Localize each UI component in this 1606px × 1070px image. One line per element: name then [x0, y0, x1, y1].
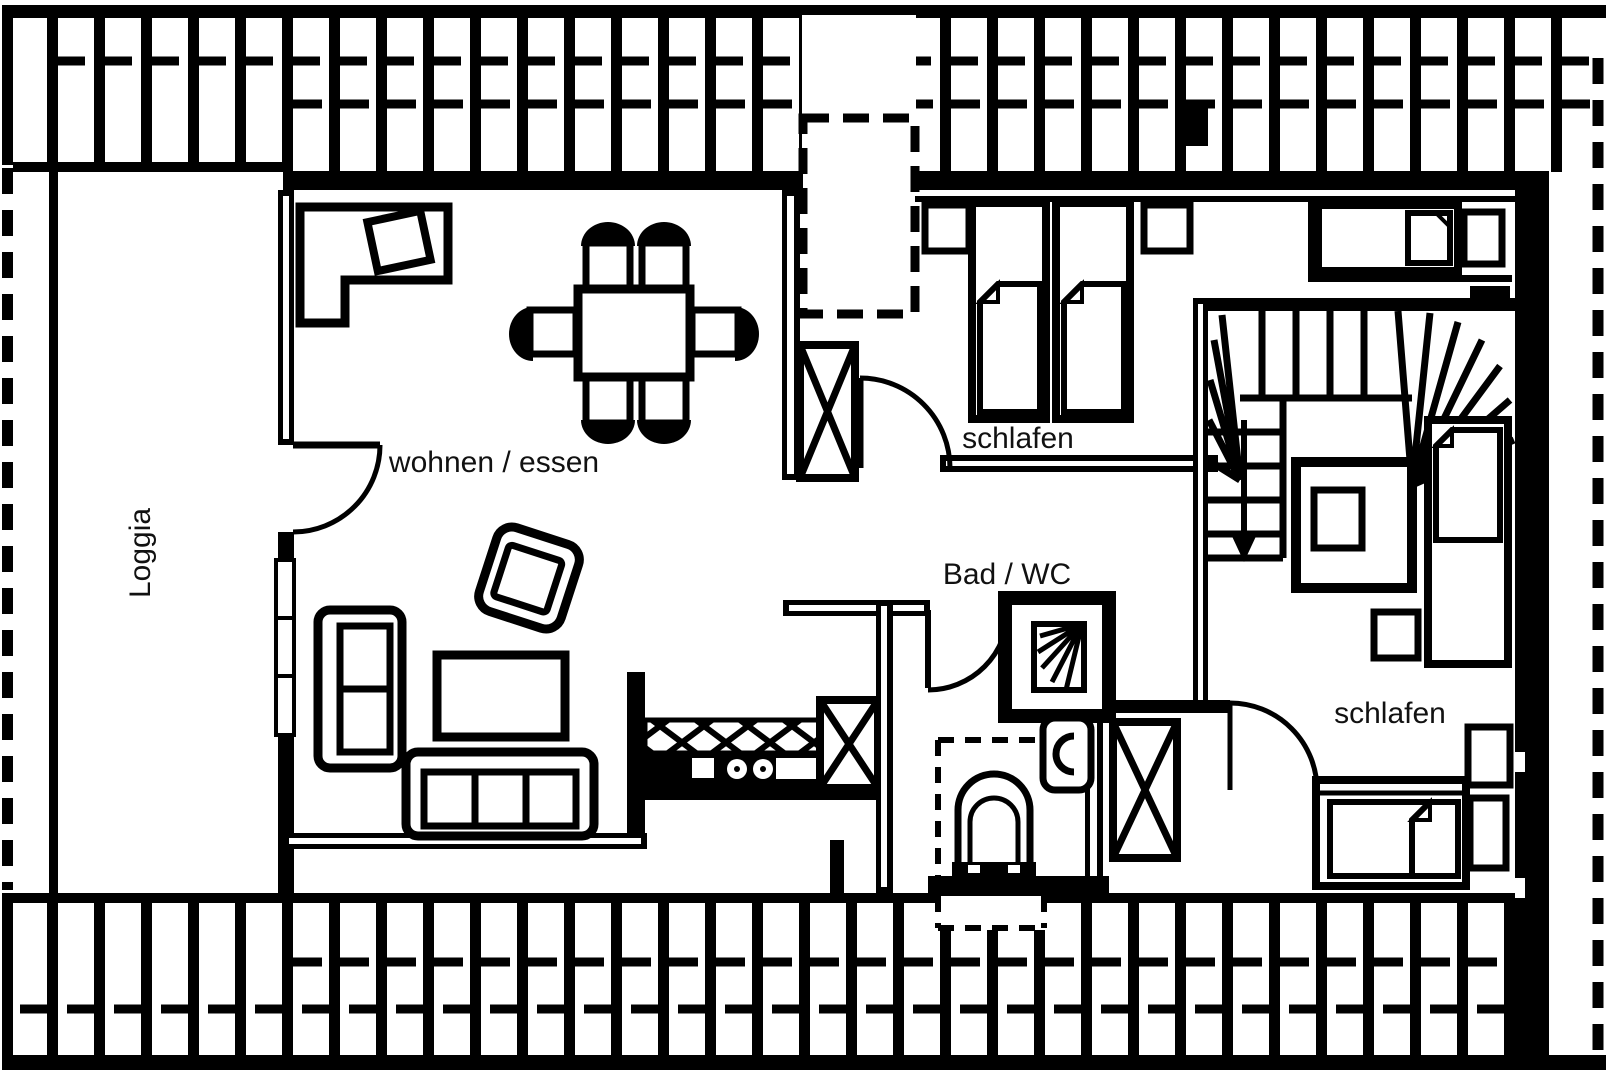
door-swing-icon	[1227, 700, 1320, 791]
kitchen-sink-icon	[692, 758, 714, 778]
sofa-two-seat-icon	[313, 605, 407, 773]
nightstand-icon	[921, 201, 973, 255]
washbasin-icon	[1039, 714, 1095, 794]
roof-batten-hatch-bottom	[13, 893, 1606, 1070]
service-shaft-x-icon	[796, 341, 859, 482]
living-dining-room	[283, 202, 759, 849]
shower-icon	[998, 591, 1116, 723]
sofa-three-seat-icon	[401, 747, 599, 841]
dining-table-icon	[509, 222, 759, 444]
nightstand-icon	[1140, 201, 1194, 255]
winder-stairs-icon	[1193, 298, 1516, 710]
window-icon	[274, 558, 296, 737]
bed-niche-top-right	[1308, 196, 1512, 300]
armchair-icon	[474, 522, 584, 634]
toilet-icon	[952, 770, 1036, 876]
stairs-down-arrow-icon	[1230, 420, 1258, 562]
single-bed-icon	[1424, 416, 1512, 668]
door-swing-icon	[925, 609, 1011, 693]
outer-walls	[2, 5, 1604, 1070]
nightstand-icon	[1370, 608, 1422, 662]
coffee-table-icon	[432, 650, 570, 742]
service-shaft-x-icon	[1109, 718, 1181, 862]
service-shaft-x-icon	[816, 696, 882, 792]
side-table-icon	[1464, 723, 1514, 789]
single-bed-icon	[1312, 776, 1470, 890]
corridor	[782, 190, 1218, 482]
door-swing-icon	[292, 441, 383, 535]
nightstand-icon	[1466, 794, 1510, 872]
single-bed-icon	[1314, 201, 1462, 275]
single-bed-icon	[968, 199, 1050, 423]
room-label-bathroom: Bad / WC	[943, 558, 1071, 591]
bathroom	[783, 591, 1116, 893]
loggia	[274, 190, 383, 893]
room-label-bedroom-right: schlafen	[1334, 697, 1446, 730]
dining-chair-icon	[509, 222, 759, 444]
room-label-living-dining: wohnen / essen	[388, 446, 599, 479]
wc-dashed-enclosure	[935, 737, 1043, 893]
roof-batten-hatch-top	[13, 5, 1606, 172]
nightstand-icon	[1460, 208, 1506, 268]
chimney-dashed-icon	[798, 113, 920, 319]
stove-burners-icon	[727, 759, 773, 779]
bedroom-right	[1103, 700, 1514, 890]
desk-chair-icon	[362, 206, 436, 276]
room-label-bedroom-top: schlafen	[962, 422, 1074, 455]
door-swing-icon	[856, 375, 953, 469]
kitchen-counter-icon	[642, 717, 828, 786]
bedroom-top	[921, 199, 1194, 423]
single-bed-icon	[1052, 199, 1134, 423]
chimney-marker	[1180, 100, 1208, 146]
kitchen	[627, 672, 890, 833]
room-labels: Loggia wohnen / essen schlafen Bad / WC …	[124, 422, 1446, 730]
corner-desk-icon	[295, 202, 453, 328]
room-label-loggia: Loggia	[124, 508, 157, 598]
